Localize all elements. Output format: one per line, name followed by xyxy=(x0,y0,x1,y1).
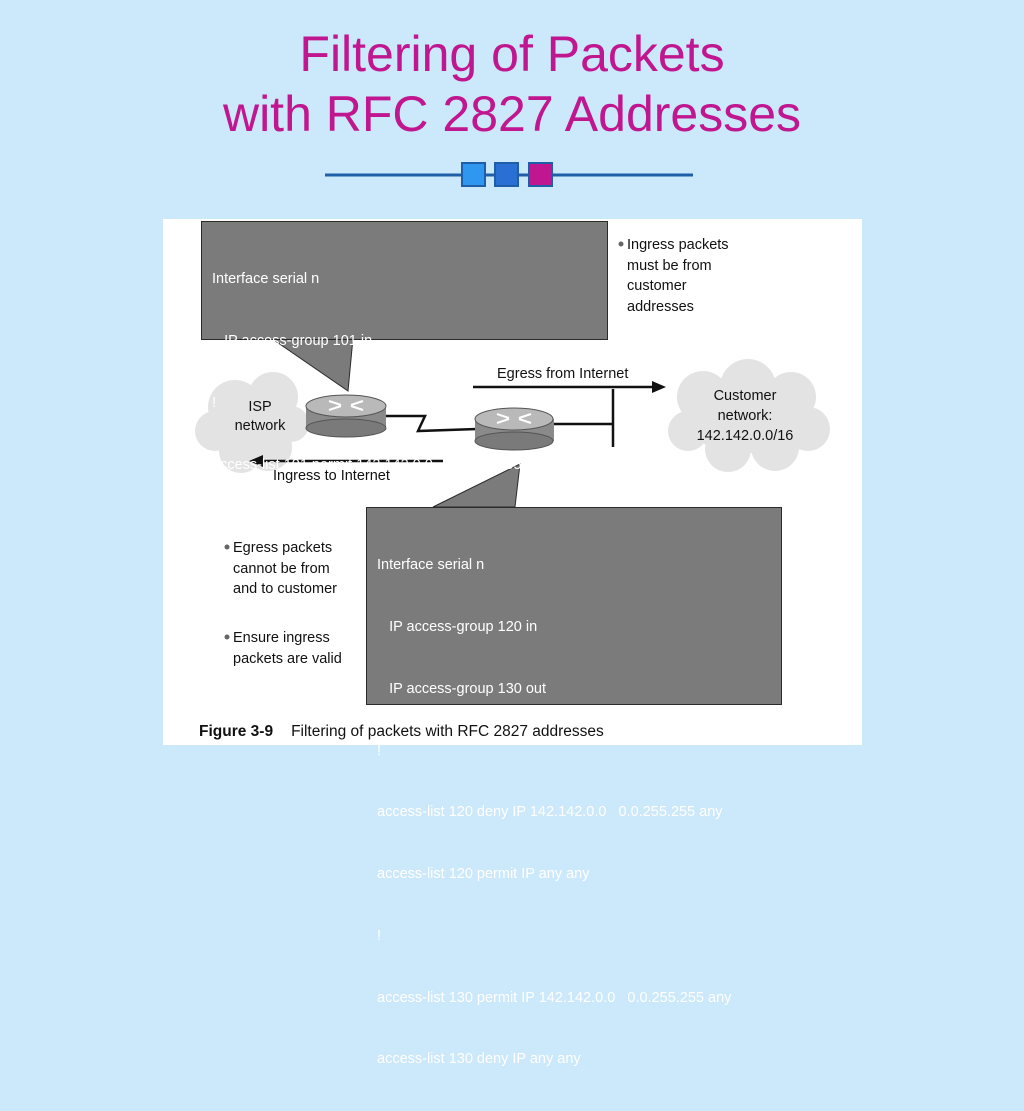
code-line: access-list 130 deny IP any any xyxy=(377,1051,581,1068)
note-line: addresses xyxy=(627,298,694,315)
code-line: access-list 120 permit IP any any xyxy=(377,866,590,883)
top-acl-box: Interface serial n IP access-group 101 i… xyxy=(201,221,608,534)
code-line: access-list 101 permit 142.142.0.0 0.0.2… xyxy=(212,456,549,473)
note-line: packets are valid xyxy=(233,650,342,667)
egress-label: Egress from Internet xyxy=(497,366,629,382)
bullet-icon xyxy=(224,544,230,550)
label-line: network xyxy=(234,418,286,434)
code-line: ! xyxy=(212,394,217,411)
figure-graphics xyxy=(195,241,830,640)
label-line: ISP xyxy=(248,399,272,415)
code-line: Interface serial n xyxy=(377,557,485,574)
customer-cloud xyxy=(668,359,830,472)
code-line: ! xyxy=(377,742,382,759)
title-line-1: Filtering of Packets xyxy=(299,26,725,82)
code-line: IP access-group 130 out xyxy=(377,680,547,697)
figure-caption: Figure 3-9 Filtering of packets with RFC … xyxy=(199,723,604,741)
note-line: and to customer xyxy=(233,581,337,597)
bullet-icon xyxy=(618,241,624,247)
ingress-arrow xyxy=(249,455,443,467)
serial-link xyxy=(385,414,478,433)
code-line: Interface serial n xyxy=(212,271,320,288)
divider-square-3 xyxy=(528,162,553,187)
code-line: access-list 130 permit IP 142.142.0.0 0.… xyxy=(377,989,732,1006)
egress-arrow xyxy=(473,381,666,393)
note-line: Ensure ingress xyxy=(233,630,330,646)
ensure-note: Ensure ingress packets are valid xyxy=(233,628,342,669)
customer-network-label: Customer network: 142.142.0.0/16 xyxy=(675,386,815,446)
network-figure: Interface serial n IP access-group 101 i… xyxy=(163,219,862,1067)
note-line: must be from xyxy=(627,257,712,274)
code-line: ! xyxy=(377,927,382,944)
code-line: access-list 120 deny IP 142.142.0.0 0.0.… xyxy=(377,804,723,821)
label-line: 142.142.0.0/16 xyxy=(696,428,794,444)
code-line: IP access-group 120 in xyxy=(377,618,538,635)
bottom-acl-box: Interface serial n IP access-group 120 i… xyxy=(366,507,782,1067)
ingress-note: Ingress packets must be from customer ad… xyxy=(627,235,729,317)
divider-square-1 xyxy=(461,162,486,187)
title-line-2: with RFC 2827 Addresses xyxy=(222,86,802,142)
caption-number: Figure 3-9 xyxy=(199,723,274,740)
slide-title: Filtering of Packets with RFC 2827 Addre… xyxy=(0,24,1024,144)
title-divider xyxy=(325,162,693,187)
note-line: customer xyxy=(627,278,687,294)
code-line: IP access-group 101 in xyxy=(212,332,373,349)
bullet-icon xyxy=(224,634,230,640)
egress-note: Egress packets cannot be from and to cus… xyxy=(233,538,337,600)
ingress-label: Ingress to Internet xyxy=(273,468,390,484)
label-line: Customer xyxy=(713,388,777,404)
note-line: Egress packets xyxy=(233,540,333,556)
note-line: Ingress packets xyxy=(627,237,729,253)
note-line: cannot be from xyxy=(233,560,330,577)
label-line: network: xyxy=(717,408,773,424)
divider-square-2 xyxy=(494,162,519,187)
caption-text: Filtering of packets with RFC 2827 addre… xyxy=(291,723,604,740)
isp-network-label: ISP network xyxy=(220,398,300,436)
isp-router-icon xyxy=(305,394,387,438)
customer-router-icon xyxy=(474,407,554,451)
